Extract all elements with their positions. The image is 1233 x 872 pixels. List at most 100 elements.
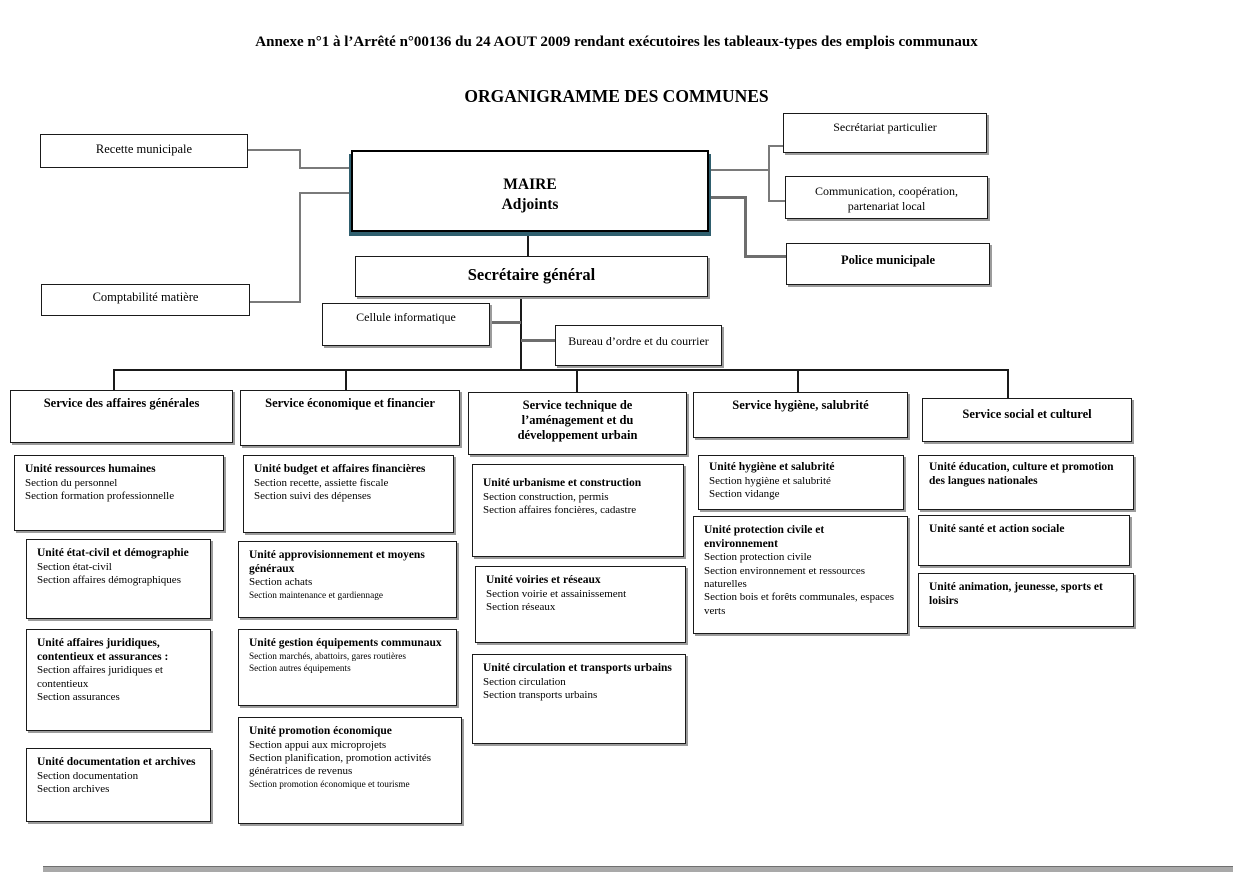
connector-line <box>744 255 787 258</box>
connector-line <box>744 196 747 258</box>
police-municipale-label: Police municipale <box>840 253 936 267</box>
communication-box: Communication, coopération, partenariat … <box>785 176 988 219</box>
unit-section: Section bois et forêts communales, espac… <box>704 591 895 617</box>
unit-title: Unité voiries et réseaux <box>486 574 601 586</box>
connector-line <box>299 192 301 303</box>
unit-section: Section autres équipements <box>249 663 351 674</box>
connector-line <box>113 369 1009 371</box>
connector-line <box>521 339 556 342</box>
unit-title: Unité gestion équipements communaux <box>249 637 442 649</box>
unit-budget-box: Unité budget et affaires financières Sec… <box>243 455 454 533</box>
unit-section: Section transports urbains <box>483 688 598 701</box>
bureau-ordre-box: Bureau d’ordre et du courrier <box>555 325 722 366</box>
recette-municipale-label: Recette municipale <box>95 142 193 156</box>
comptabilite-matiere-box: Comptabilité matière <box>41 284 250 316</box>
unit-section: Section archives <box>37 782 110 795</box>
unit-urbanisme-box: Unité urbanisme et construction Section … <box>472 464 684 557</box>
service-social-culturel-box: Service social et culturel <box>922 398 1132 442</box>
secretariat-particulier-box: Secrétariat particulier <box>783 113 987 153</box>
unit-title: Unité ressources humaines <box>25 463 156 475</box>
unit-title: Unité hygiène et salubrité <box>709 461 835 473</box>
unit-approvisionnement-box: Unité approvisionnement et moyens généra… <box>238 541 457 618</box>
unit-section: Section recette, assiette fiscale <box>254 476 389 489</box>
service-title: Service social et culturel <box>962 407 1092 421</box>
connector-line <box>345 369 347 391</box>
unit-title: Unité affaires juridiques, contentieux e… <box>37 637 169 663</box>
unit-section: Section circulation <box>483 675 566 688</box>
unit-title: Unité promotion économique <box>249 725 392 737</box>
unit-title: Unité documentation et archives <box>37 756 196 768</box>
unit-section: Section protection civile <box>704 551 812 564</box>
connector-line <box>768 145 770 202</box>
page-title: ORGANIGRAMME DES COMMUNES <box>464 86 769 106</box>
unit-section: Section formation professionnelle <box>25 489 175 502</box>
unit-section: Section voirie et assainissement <box>486 587 627 600</box>
service-affaires-generales-box: Service des affaires générales <box>10 390 233 443</box>
connector-line <box>797 369 799 393</box>
connector-line <box>709 196 747 199</box>
connector-line <box>1007 369 1009 399</box>
unit-section: Section affaires foncières, cadastre <box>483 503 637 516</box>
unit-voiries-reseaux-box: Unité voiries et réseaux Section voirie … <box>475 566 686 643</box>
adjoints-label: Adjoints <box>501 196 559 213</box>
connector-line <box>709 169 770 171</box>
communication-label: Communication, coopération, partenariat … <box>815 184 958 213</box>
unit-section: Section affaires démographiques <box>37 573 181 586</box>
service-economique-financier-box: Service économique et financier <box>240 390 460 446</box>
unit-title: Unité protection civile et environnement <box>704 524 825 550</box>
unit-section: Section maintenance et gardiennage <box>249 590 383 601</box>
unit-title: Unité circulation et transports urbains <box>483 662 672 674</box>
unit-title: Unité budget et affaires financières <box>254 463 426 475</box>
service-title: Service économique et financier <box>265 396 435 410</box>
unit-section: Section état-civil <box>37 560 112 573</box>
annexe-title: Annexe n°1 à l’Arrêté n°00136 du 24 AOUT… <box>255 34 978 50</box>
service-title: Service des affaires générales <box>43 396 200 410</box>
connector-line <box>520 297 522 371</box>
unit-title: Unité santé et action sociale <box>929 523 1065 535</box>
unit-section: Section hygiène et salubrité <box>709 474 831 487</box>
unit-section: Section achats <box>249 576 313 589</box>
unit-section: Section construction, permis <box>483 490 609 503</box>
unit-section: Section affaires juridiques et contentie… <box>37 664 163 690</box>
comptabilite-matiere-label: Comptabilité matière <box>92 290 199 304</box>
unit-title: Unité urbanisme et construction <box>483 477 642 489</box>
unit-circulation-transports-box: Unité circulation et transports urbains … <box>472 654 686 744</box>
connector-line <box>527 232 529 257</box>
cellule-informatique-box: Cellule informatique <box>322 303 490 346</box>
unit-protection-civile-box: Unité protection civile et environnement… <box>693 516 908 634</box>
connector-line <box>768 145 784 147</box>
service-technique-box: Service technique de l’aménagement et du… <box>468 392 687 455</box>
service-title: Service technique de l’aménagement et du… <box>517 398 638 442</box>
unit-section: Section environnement et ressources natu… <box>704 564 865 590</box>
unit-section: Section marchés, abattoirs, gares routiè… <box>249 651 406 662</box>
recette-municipale-box: Recette municipale <box>40 134 248 168</box>
unit-title: Unité approvisionnement et moyens généra… <box>249 549 425 575</box>
unit-section: Section assurances <box>37 690 120 703</box>
unit-affaires-juridiques-box: Unité affaires juridiques, contentieux e… <box>26 629 211 731</box>
unit-section: Section vidange <box>709 487 780 500</box>
unit-education-culture-box: Unité éducation, culture et promotion de… <box>918 455 1134 510</box>
unit-promotion-economique-box: Unité promotion économique Section appui… <box>238 717 462 824</box>
connector-line <box>299 167 353 169</box>
secretaire-general-label: Secrétaire général <box>467 265 596 284</box>
maire-label: MAIRE <box>503 176 557 193</box>
unit-section: Section réseaux <box>486 600 556 613</box>
unit-section: Section promotion économique et tourisme <box>249 779 410 790</box>
maire-box: MAIRE Adjoints <box>351 150 709 232</box>
unit-ressources-humaines-box: Unité ressources humaines Section du per… <box>14 455 224 531</box>
connector-line <box>576 369 578 393</box>
connector-line <box>113 369 115 391</box>
connector-line <box>299 192 353 194</box>
service-hygiene-salubrite-box: Service hygiène, salubrité <box>693 392 908 438</box>
service-title: Service hygiène, salubrité <box>732 398 869 412</box>
cellule-informatique-label: Cellule informatique <box>356 310 456 324</box>
unit-section: Section planification, promotion activit… <box>249 751 432 778</box>
secretariat-particulier-label: Secrétariat particulier <box>833 120 937 134</box>
unit-section: Section du personnel <box>25 476 118 489</box>
unit-section: Section suivi des dépenses <box>254 489 372 502</box>
unit-section: Section documentation <box>37 769 139 782</box>
unit-etat-civil-box: Unité état-civil et démographie Section … <box>26 539 211 619</box>
unit-documentation-archives-box: Unité documentation et archives Section … <box>26 748 211 822</box>
police-municipale-box: Police municipale <box>786 243 990 285</box>
bureau-ordre-label: Bureau d’ordre et du courrier <box>568 334 709 348</box>
